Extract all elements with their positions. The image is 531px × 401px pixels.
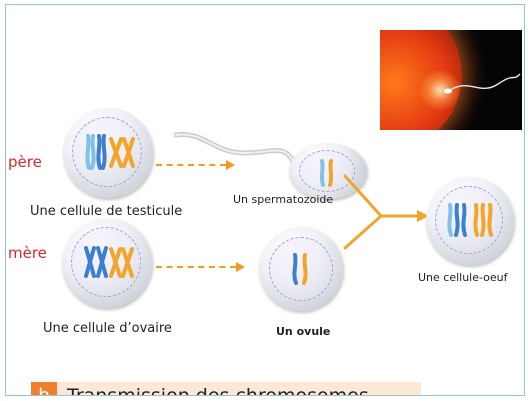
fertilization-photo — [380, 30, 522, 130]
ovule-cell — [259, 227, 343, 311]
figure-frame: père mère Une cellule de testicule Une c… — [5, 4, 525, 396]
testicle-cell-label: Une cellule de testicule — [30, 204, 182, 219]
sperm-label: Un spermatozoide — [233, 193, 333, 206]
ovule-chromosomes — [259, 227, 343, 311]
father-label: père — [8, 153, 42, 171]
ovule-label: Un ovule — [276, 325, 330, 338]
figure-caption: b Transmission des chromosomes — [31, 382, 421, 396]
sperm-in-photo — [380, 30, 522, 130]
ovary-cell-label: Une cellule d’ovaire — [43, 321, 172, 336]
arrow-mother-to-ovule — [156, 266, 236, 268]
mother-label: mère — [8, 244, 47, 262]
caption-letter: b — [31, 382, 57, 396]
ovary-cell — [62, 218, 152, 308]
egg-cell-chromosomes — [426, 177, 514, 265]
egg-cell — [426, 177, 514, 265]
ovary-chromosomes — [62, 218, 152, 308]
testicle-cell — [63, 108, 153, 198]
caption-text: Transmission des chromosomes — [67, 385, 369, 396]
egg-cell-label: Une cellule-oeuf — [418, 271, 508, 284]
arrowhead-mother — [236, 262, 245, 272]
testicle-chromosomes — [63, 108, 153, 198]
